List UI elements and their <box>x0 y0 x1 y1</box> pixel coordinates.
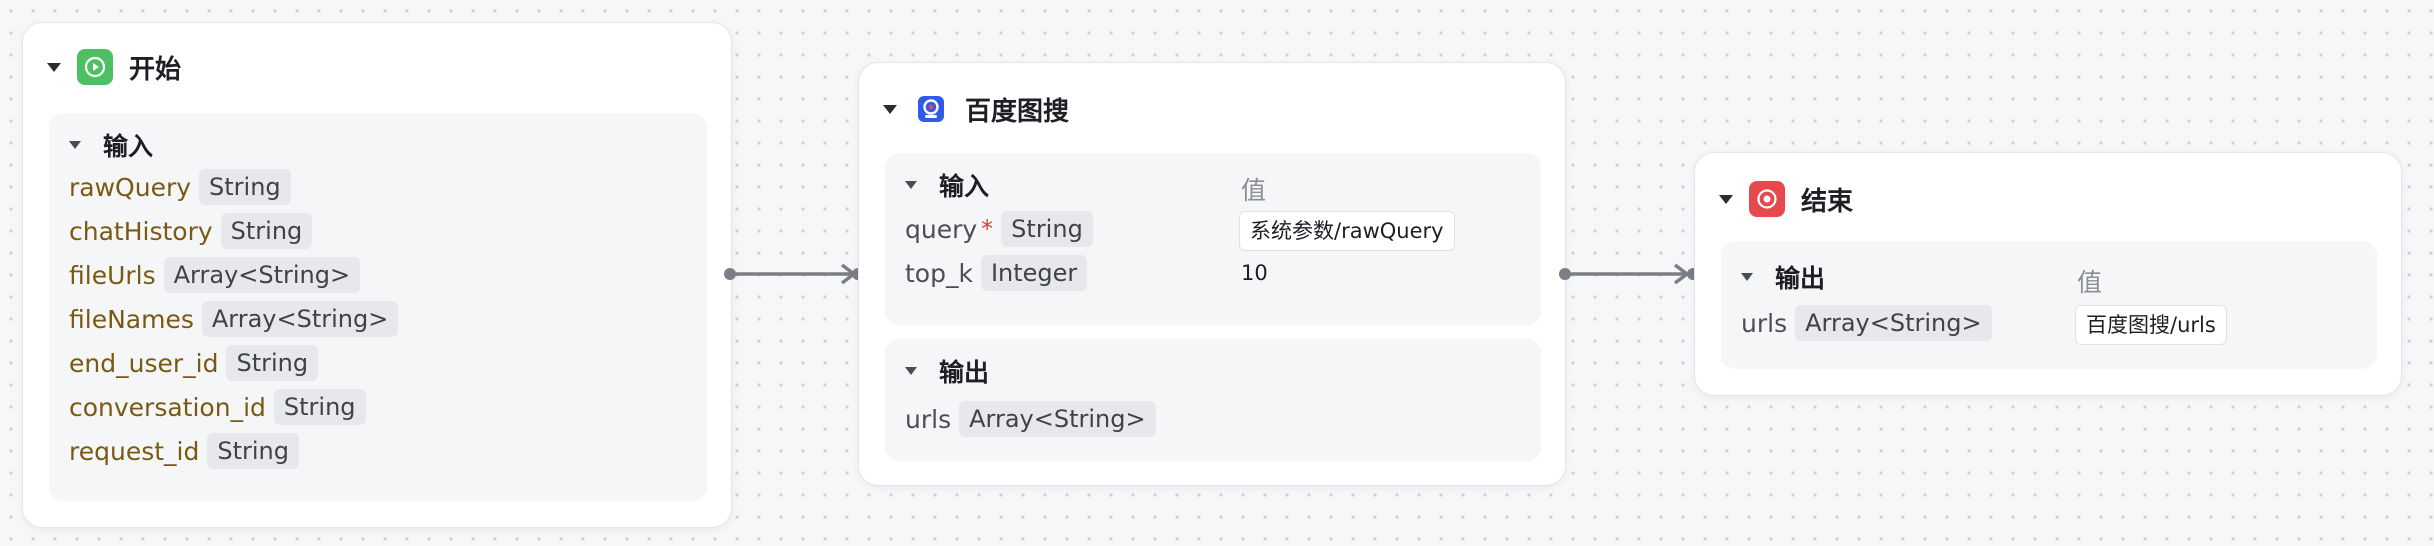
baidu-input-section-header[interactable]: 输入 <box>905 165 989 205</box>
value-column-header: 值 <box>1241 176 1267 205</box>
type-badge: Array<String> <box>1795 305 1992 341</box>
collapse-caret-icon[interactable] <box>883 104 897 114</box>
variable-name: urls <box>905 404 952 434</box>
collapse-caret-icon[interactable] <box>47 62 61 72</box>
input-row-query: query * String <box>905 211 1093 247</box>
baidu-output-panel: 输出 urls Array<String> <box>885 339 1541 461</box>
stop-target-icon <box>1749 181 1785 217</box>
end-node-title: 结束 <box>1801 186 1854 217</box>
type-badge: Integer <box>980 255 1088 291</box>
start-node-header[interactable]: 开始 <box>47 37 707 97</box>
baidu-node-header[interactable]: 百度图搜 <box>883 79 1541 139</box>
value-column-header: 值 <box>2077 268 2103 297</box>
collapse-caret-icon[interactable] <box>905 367 917 375</box>
baidu-output-section-header[interactable]: 输出 <box>905 351 989 391</box>
input-row-chathistory: chatHistory String <box>69 213 313 249</box>
input-row-conversation-id: conversation_id String <box>69 389 366 425</box>
start-output-port[interactable] <box>724 268 736 280</box>
end-output-panel: 输出 值 urls Array<String> 百度图搜/urls <box>1721 241 2377 369</box>
variable-name: fileNames <box>69 304 194 334</box>
input-row-fileurls: fileUrls Array<String> <box>69 257 361 293</box>
top-k-value[interactable]: 10 <box>1241 261 1268 285</box>
type-badge: String <box>273 389 366 425</box>
input-row-filenames: fileNames Array<String> <box>69 301 399 337</box>
type-badge: Array<String> <box>959 401 1156 437</box>
baidu-image-search-icon <box>913 91 949 127</box>
input-row-request-id: request_id String <box>69 433 299 469</box>
type-badge: String <box>199 169 291 205</box>
collapse-caret-icon[interactable] <box>905 181 917 189</box>
end-node-header[interactable]: 结束 <box>1719 169 2377 229</box>
required-mark: * <box>981 215 994 243</box>
collapse-caret-icon[interactable] <box>1719 194 1733 204</box>
variable-name: top_k <box>905 258 973 288</box>
edge-baidu-to-end[interactable] <box>1565 262 1695 286</box>
start-input-section-header[interactable]: 输入 <box>69 125 153 165</box>
start-input-section-title: 输入 <box>103 132 154 161</box>
variable-name: conversation_id <box>69 392 266 422</box>
query-value-field[interactable]: 系统参数/rawQuery <box>1239 211 1455 251</box>
collapse-caret-icon[interactable] <box>69 141 81 149</box>
variable-name: request_id <box>69 436 200 466</box>
variable-name: chatHistory <box>69 216 213 246</box>
start-node[interactable]: 开始 输入 rawQuery String chatHistory String… <box>22 22 732 528</box>
type-badge: Array<String> <box>201 301 399 337</box>
type-badge: String <box>226 345 319 381</box>
variable-name: fileUrls <box>69 260 156 290</box>
baidu-output-section-title: 输出 <box>939 358 990 387</box>
type-badge: String <box>220 213 313 249</box>
urls-value-field[interactable]: 百度图搜/urls <box>2075 305 2227 345</box>
end-output-section-header[interactable]: 输出 <box>1741 257 1825 297</box>
output-row-urls: urls Array<String> <box>905 401 1156 437</box>
variable-name: end_user_id <box>69 348 219 378</box>
input-row-rawquery: rawQuery String <box>69 169 291 205</box>
input-row-end-user-id: end_user_id String <box>69 345 319 381</box>
start-node-title: 开始 <box>129 54 182 85</box>
variable-name: rawQuery <box>69 172 192 202</box>
edge-start-to-baidu[interactable] <box>730 262 860 286</box>
output-row-urls: urls Array<String> <box>1741 305 1992 341</box>
baidu-image-search-node[interactable]: 百度图搜 输入 值 query * String 系统参数/rawQuery t… <box>858 62 1566 486</box>
play-circle-icon <box>77 49 113 85</box>
variable-name: urls <box>1741 308 1788 338</box>
end-output-section-title: 输出 <box>1775 264 1826 293</box>
start-input-panel: 输入 rawQuery String chatHistory String fi… <box>49 113 707 501</box>
baidu-node-title: 百度图搜 <box>965 96 1070 127</box>
type-badge: Array<String> <box>163 257 361 293</box>
end-node[interactable]: 结束 输出 值 urls Array<String> 百度图搜/urls <box>1694 152 2402 396</box>
variable-name: query <box>905 214 978 244</box>
baidu-input-section-title: 输入 <box>939 172 990 201</box>
baidu-output-port[interactable] <box>1559 268 1571 280</box>
collapse-caret-icon[interactable] <box>1741 273 1753 281</box>
input-row-top-k: top_k Integer <box>905 255 1088 291</box>
baidu-input-panel: 输入 值 query * String 系统参数/rawQuery top_k … <box>885 153 1541 325</box>
type-badge: String <box>207 433 299 469</box>
type-badge: String <box>1001 211 1093 247</box>
